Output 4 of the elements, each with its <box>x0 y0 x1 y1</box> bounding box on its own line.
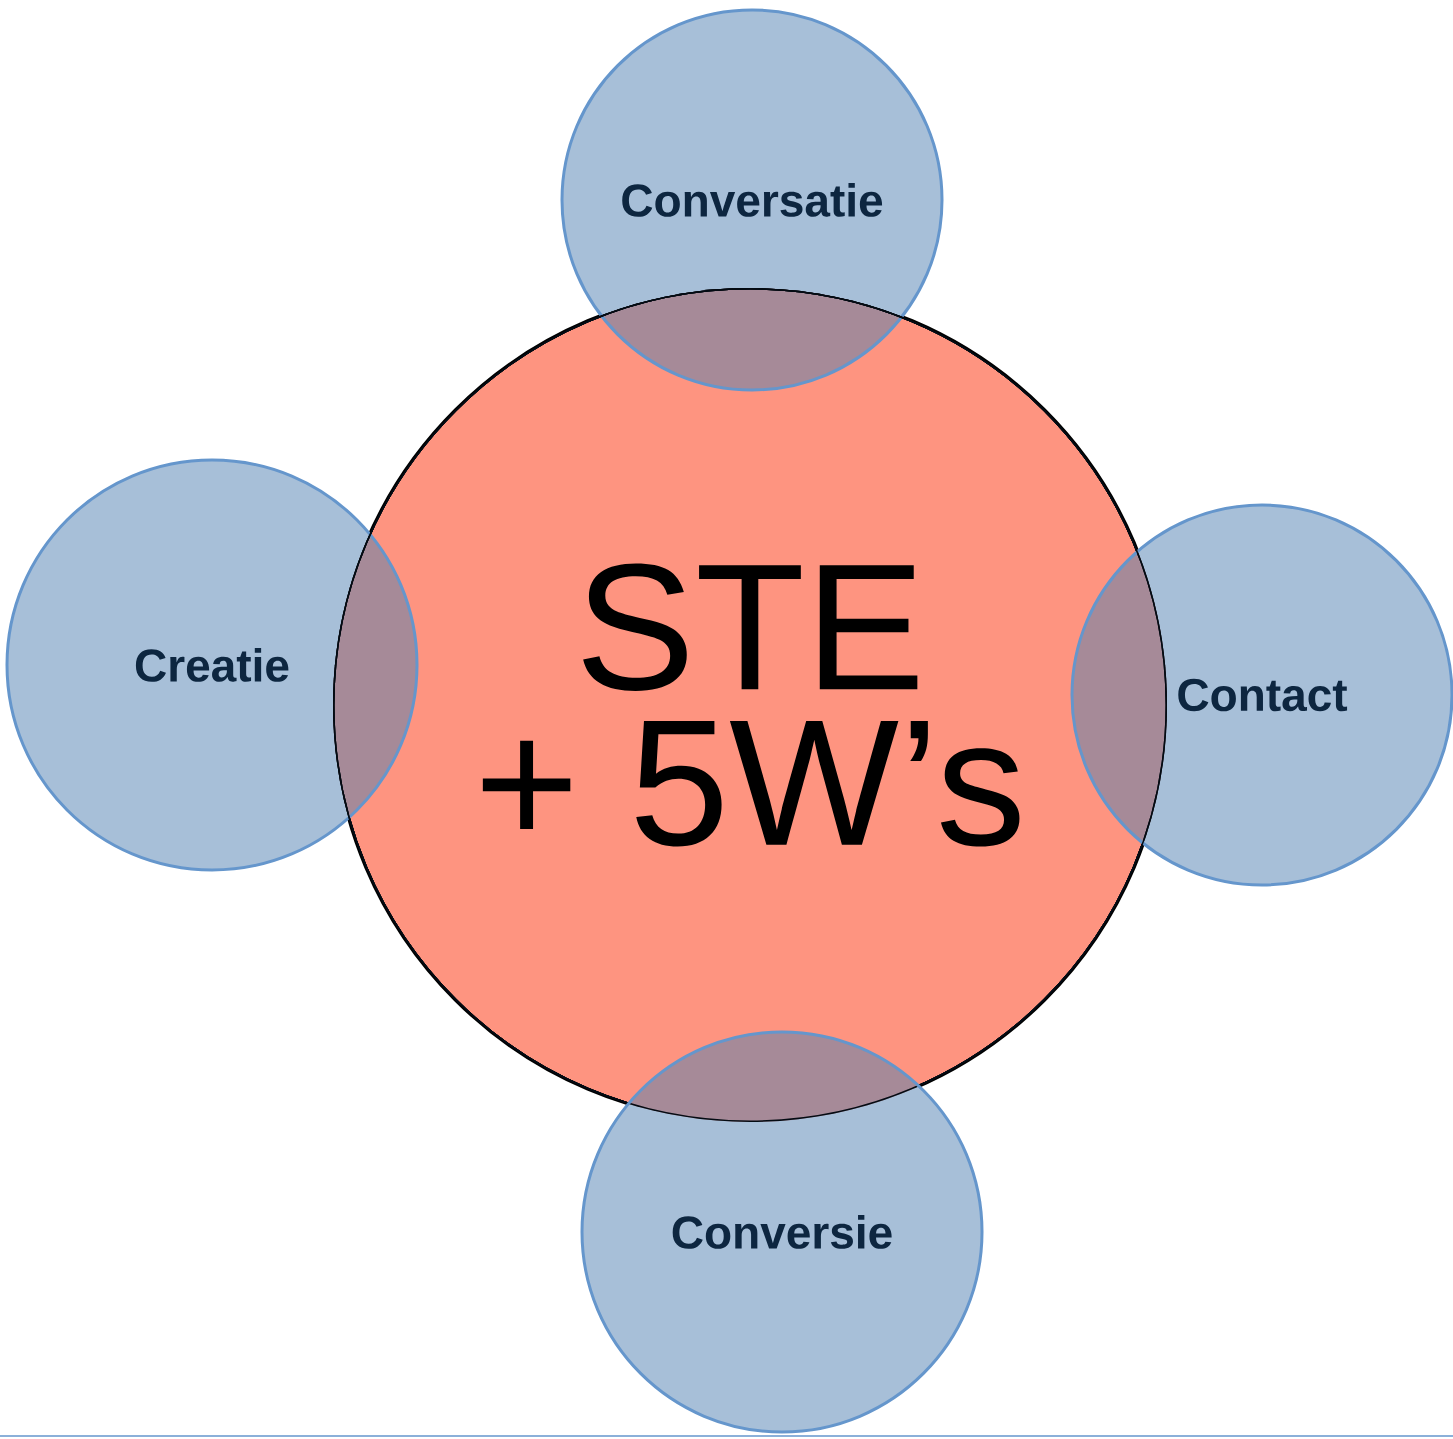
node-label: Contact <box>1178 678 1348 712</box>
node-label: Conversie <box>672 1215 892 1249</box>
node-label: Creatie <box>135 648 289 682</box>
node-label: Conversatie <box>622 183 883 217</box>
